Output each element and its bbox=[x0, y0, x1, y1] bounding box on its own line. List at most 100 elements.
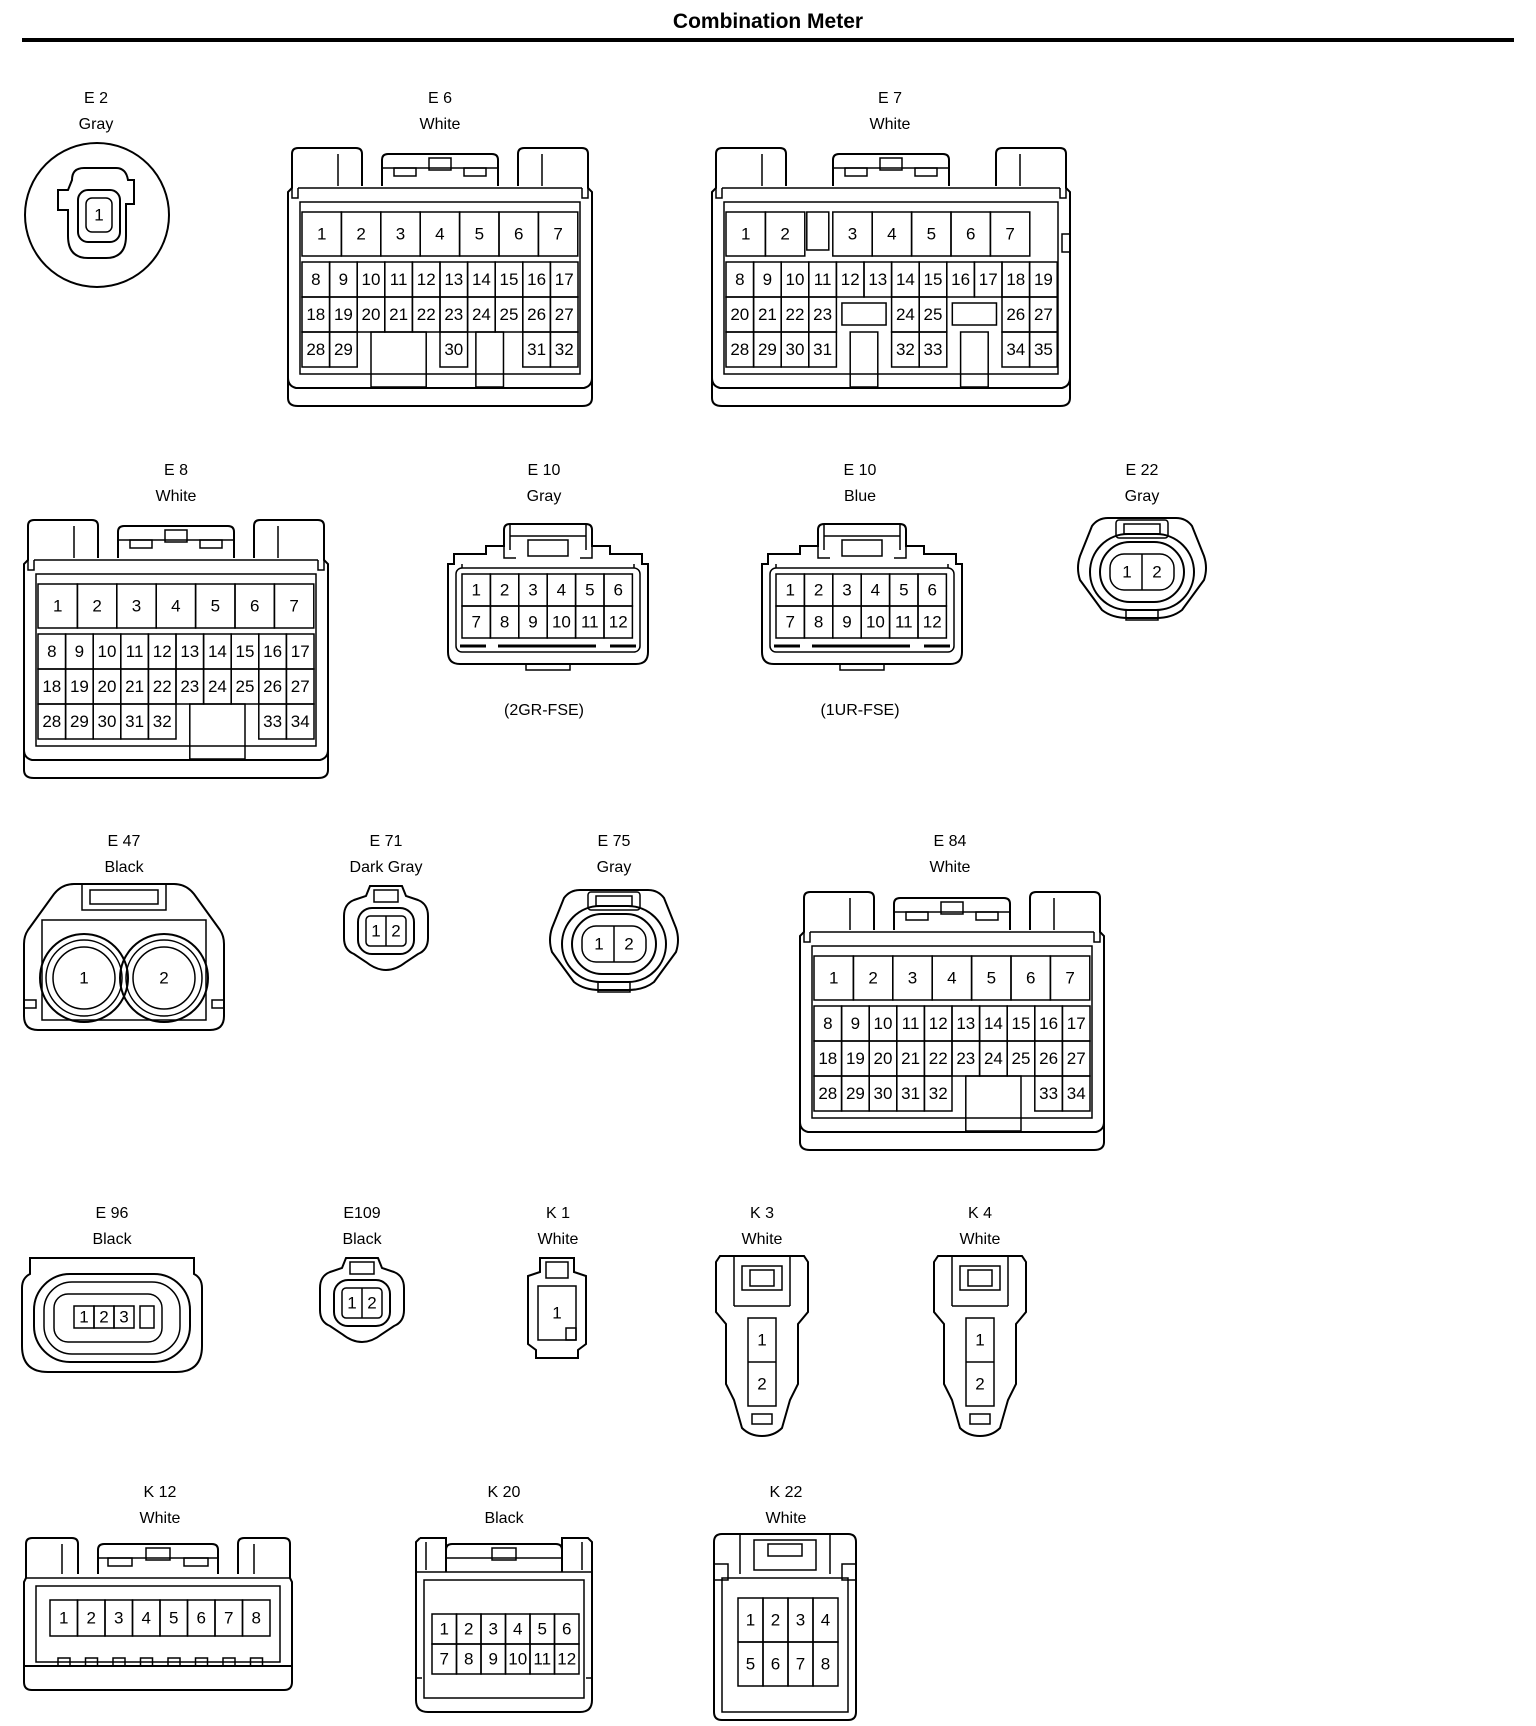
pin-cell bbox=[1061, 1075, 1091, 1112]
latch-icon bbox=[741, 1265, 783, 1291]
pin-label: 8 bbox=[735, 270, 744, 289]
housing-clip bbox=[24, 999, 224, 1009]
connector-code: K 4 bbox=[967, 1205, 992, 1222]
cavity-frame bbox=[41, 919, 207, 1021]
pin-label: 2 bbox=[757, 1375, 766, 1394]
pin-label: 3 bbox=[396, 225, 405, 244]
pin-label: 31 bbox=[125, 712, 144, 731]
housing-outline bbox=[799, 891, 1105, 1133]
connector-color: White bbox=[869, 116, 911, 133]
blocked-slot bbox=[959, 331, 989, 388]
connector-code: E 10 bbox=[527, 462, 561, 479]
connector-code: E 47 bbox=[107, 833, 141, 850]
pin-cell bbox=[918, 331, 948, 368]
pin-label: 1 bbox=[317, 225, 326, 244]
cavity-frame bbox=[423, 1579, 585, 1699]
pin-label: 22 bbox=[786, 305, 805, 324]
pin-label: 3 bbox=[842, 581, 851, 600]
pin-label: 5 bbox=[746, 1655, 755, 1674]
connector-code: E 71 bbox=[369, 833, 403, 850]
pin-label: 3 bbox=[796, 1611, 805, 1630]
connector-code: K 20 bbox=[487, 1484, 521, 1501]
housing-outline bbox=[1077, 517, 1207, 619]
pin-label: 3 bbox=[848, 225, 857, 244]
pin-label: 23 bbox=[813, 305, 832, 324]
pin-label: 2 bbox=[356, 225, 365, 244]
pin-label: 15 bbox=[924, 270, 943, 289]
pin-label: 14 bbox=[984, 1014, 1003, 1033]
pin-label: 2 bbox=[367, 1294, 376, 1313]
pin-label: 1 bbox=[829, 969, 838, 988]
pin-label: 1 bbox=[757, 1331, 766, 1350]
pin-label: 18 bbox=[1006, 270, 1025, 289]
connector-code: E 8 bbox=[163, 462, 188, 479]
housing-outline bbox=[711, 147, 1071, 389]
pin-label: 3 bbox=[132, 597, 141, 616]
pin-label: 15 bbox=[500, 270, 519, 289]
housing-outline bbox=[447, 523, 649, 665]
pin-cell bbox=[808, 331, 838, 368]
pin-label: 5 bbox=[211, 597, 220, 616]
pin-label: 29 bbox=[846, 1084, 865, 1103]
latch-tab bbox=[527, 539, 569, 557]
cavity-frame bbox=[723, 201, 1059, 375]
pin-label: 1 bbox=[741, 225, 750, 244]
housing-bore bbox=[571, 913, 657, 975]
connector-color: White bbox=[419, 116, 461, 133]
pin-cell bbox=[439, 331, 469, 368]
connector-code: E 2 bbox=[83, 90, 108, 107]
housing-outline bbox=[713, 1533, 857, 1721]
pin-label: 2 bbox=[99, 1308, 108, 1327]
pin-label: 30 bbox=[444, 340, 463, 359]
latch-tab bbox=[89, 889, 159, 905]
housing-rib bbox=[761, 154, 1021, 186]
pin-label: 4 bbox=[171, 597, 180, 616]
pin-label: 1 bbox=[552, 1304, 561, 1323]
connector-note: (1UR-FSE) bbox=[820, 702, 900, 719]
pin-label: 7 bbox=[440, 1650, 449, 1669]
pin-label: 2 bbox=[464, 1620, 473, 1639]
pin-label: 26 bbox=[1039, 1049, 1058, 1068]
latch-tab bbox=[595, 895, 633, 907]
pin-label: 25 bbox=[236, 677, 255, 696]
latch-slot bbox=[393, 167, 417, 177]
pin-label: 11 bbox=[390, 270, 408, 289]
connector-color: Gray bbox=[1124, 488, 1160, 505]
pin-label: 23 bbox=[180, 677, 199, 696]
pin-label: 3 bbox=[528, 581, 537, 600]
pin-label: 21 bbox=[125, 677, 144, 696]
housing-outline bbox=[761, 523, 963, 665]
pin-cell bbox=[553, 1643, 580, 1675]
pin-label: 21 bbox=[758, 305, 777, 324]
latch-slot bbox=[914, 167, 938, 177]
bottom-key bbox=[525, 664, 571, 671]
connector-k1: 1 bbox=[527, 1257, 587, 1359]
connector-color: Gray bbox=[78, 116, 114, 133]
housing-ring bbox=[33, 1273, 191, 1363]
pin-label: 16 bbox=[1039, 1014, 1058, 1033]
housing-clip bbox=[27, 560, 325, 571]
connector-note: (2GR-FSE) bbox=[504, 702, 584, 719]
housing-bore bbox=[43, 1281, 181, 1355]
housing-rib bbox=[739, 1534, 831, 1574]
housing-rib bbox=[733, 1256, 791, 1306]
cavity-frame bbox=[35, 573, 317, 747]
pin-label: 22 bbox=[153, 677, 172, 696]
pin-label: 7 bbox=[1065, 969, 1074, 988]
bottom-key bbox=[249, 1657, 264, 1667]
pin-label: 9 bbox=[528, 613, 537, 632]
pin-label: 11 bbox=[902, 1014, 920, 1033]
connector-code: E 10 bbox=[843, 462, 877, 479]
housing-outline bbox=[933, 1255, 1027, 1438]
pin-cell bbox=[812, 1641, 839, 1687]
pin-label: 19 bbox=[1034, 270, 1053, 289]
blocked-slot bbox=[475, 331, 505, 388]
latch-tab bbox=[767, 1543, 803, 1557]
pin-cell bbox=[989, 211, 1031, 257]
housing-shell bbox=[57, 167, 135, 259]
pin-label: 11 bbox=[533, 1650, 551, 1669]
housing-outline bbox=[715, 1255, 809, 1438]
